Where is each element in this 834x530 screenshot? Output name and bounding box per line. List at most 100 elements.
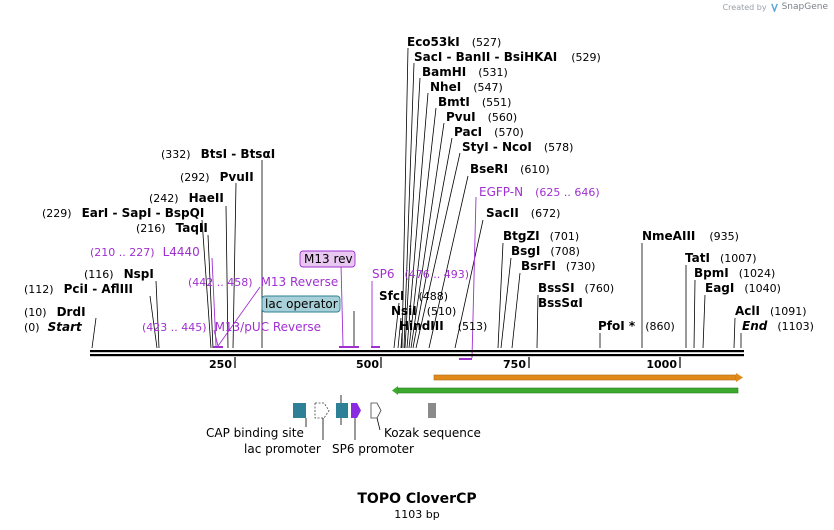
enzyme-nspi: (116)NspI xyxy=(84,267,154,281)
ruler-label-500: 500 xyxy=(356,358,379,371)
lac-promoter-label: lac promoter xyxy=(244,442,321,456)
enzyme-styi-ncoi: StyI - NcoI(578) xyxy=(462,140,573,154)
enzyme-bsrfi: BsrFI(730) xyxy=(521,259,595,273)
enzyme-saci-banii-bsihkai: SacI - BanII - BsiHKAI(529) xyxy=(414,50,601,64)
enzyme-hindiii: HindIII(513) xyxy=(399,319,487,333)
enzyme-bsssi: BssSI(760) xyxy=(538,281,614,295)
lac-operator-label: lac operator xyxy=(265,297,338,311)
enzyme-taqii: (216)TaqII xyxy=(136,221,208,235)
leader-m13reverse xyxy=(217,286,261,347)
enzyme-btgzi: BtgZI(701) xyxy=(503,229,579,243)
ruler-label-250: 250 xyxy=(209,358,232,371)
lac-operator-glyph xyxy=(336,403,348,418)
leader-m13puc xyxy=(213,329,219,347)
enzyme-end: End(1103) xyxy=(742,319,814,333)
enzyme-acli: AclI(1091) xyxy=(735,304,807,318)
enzyme-tati: TatI(1007) xyxy=(685,251,757,265)
leader-sfci xyxy=(393,302,400,349)
enzyme-sfci: SfcI(488) xyxy=(379,289,448,303)
leader-taqii xyxy=(207,234,214,349)
kozak-sequence-glyph xyxy=(428,403,436,418)
primer-m13-puc-reverse: (423 .. 445)M13/pUC Reverse xyxy=(142,320,321,334)
kozak-sequence-label: Kozak sequence xyxy=(384,426,481,440)
credit-brand: SnapGene xyxy=(781,2,828,12)
ruler-label-1000: 1000 xyxy=(646,358,677,371)
enzyme-eco53ki: Eco53kI(527) xyxy=(407,35,501,49)
leader-m13rev-box xyxy=(340,263,344,347)
enzyme-haeii: (242)HaeII xyxy=(149,191,224,205)
credit-prefix: Created by xyxy=(722,2,767,12)
leader-bamhi xyxy=(404,77,421,349)
leader-saci xyxy=(403,62,415,349)
leader-eari xyxy=(201,219,212,349)
m13-rev-box-frame xyxy=(299,250,356,268)
sp6-promoter-label: SP6 promoter xyxy=(332,442,414,456)
cap-binding-site-glyph xyxy=(293,403,306,418)
plasmid-length: 1103 bp xyxy=(394,508,439,521)
leader-acli xyxy=(733,317,736,349)
m13-rev-label: M13 rev xyxy=(304,252,353,266)
leader-nspi xyxy=(155,280,160,349)
ruler-label-750: 750 xyxy=(503,358,526,371)
enzyme-bamhi: BamHI(531) xyxy=(422,65,508,79)
leader-paci xyxy=(412,137,453,349)
enzyme-bseri: BseRI(610) xyxy=(470,162,550,176)
enzyme-labels: (10)DrdI (0)Start (112)PciI - AflIII (11… xyxy=(24,35,814,334)
enzyme-nsii: NsiI(510) xyxy=(391,304,456,318)
enzyme-leader-lines xyxy=(91,47,742,349)
leader-egfpn xyxy=(471,196,477,359)
enzyme-pvui: PvuI(560) xyxy=(446,110,517,124)
enzyme-drdi: (10)DrdI xyxy=(24,305,86,319)
leader-eco53ki xyxy=(401,47,409,349)
top-strand xyxy=(90,350,744,353)
primer-bars xyxy=(213,346,472,360)
leader-pcii xyxy=(149,295,158,349)
green-orf-arrow xyxy=(397,387,739,394)
leader-pvui xyxy=(410,122,445,349)
feature-labels: CAP binding site lac promoter SP6 promot… xyxy=(206,426,481,456)
ruler-ticks xyxy=(234,357,681,368)
leader-bmti xyxy=(408,107,437,349)
enzyme-pcii-afliii: (112)PciI - AflIII xyxy=(24,282,133,296)
leader-nsii xyxy=(397,317,402,349)
orange-orf-arrow xyxy=(433,374,737,381)
leader-pvuii xyxy=(232,182,237,349)
lac-promoter-glyph xyxy=(314,402,330,419)
leader-bsgi xyxy=(500,257,512,349)
orf-arrows xyxy=(392,373,743,395)
map-title-block: TOPO CloverCP 1103 bp xyxy=(357,491,476,521)
leader-haeii xyxy=(225,205,229,349)
leader-styi xyxy=(415,152,461,349)
leader-btgzi xyxy=(497,242,504,349)
primer-m13-reverse: (442 .. 458)M13 Reverse xyxy=(188,275,338,289)
enzyme-bsssai: BssSαI xyxy=(538,296,583,310)
leader-bsrfi xyxy=(511,272,521,349)
leader-bpmi xyxy=(693,279,696,349)
enzyme-sacii: SacII(672) xyxy=(486,206,560,220)
enzyme-pfoi: PfoI *(860) xyxy=(598,319,675,333)
primer-l4440: (210 .. 227)L4440 xyxy=(90,245,200,259)
enzyme-nhei: NheI(547) xyxy=(430,80,503,94)
enzyme-paci: PacI(570) xyxy=(454,125,524,139)
lac-operator-box-frame xyxy=(261,295,341,313)
leader-bsssi xyxy=(536,294,539,349)
enzyme-eari-sapi-bspqi: (229)EarI - SapI - BspQI xyxy=(42,206,204,220)
feature-glyphs xyxy=(293,402,436,419)
m13-rev-glyph xyxy=(351,403,361,418)
m13-rev-box: M13 rev xyxy=(299,250,356,268)
dna-backbone xyxy=(90,350,744,357)
leader-drdi xyxy=(91,317,97,349)
leader-eagi xyxy=(702,294,706,349)
ruler-labels: 250 500 750 1000 xyxy=(209,358,677,371)
enzyme-btsi-btsai: (332)BtsI - BtsαI xyxy=(161,147,275,161)
green-orf-arrowhead xyxy=(392,386,398,395)
enzyme-start: (0)Start xyxy=(24,320,83,334)
primer-sp6: SP6(476 .. 493) xyxy=(372,267,469,281)
leader-l4440 xyxy=(211,257,217,347)
enzyme-bsgi: BsgI(708) xyxy=(511,244,580,258)
primer-leader-lines xyxy=(211,196,477,359)
sp6-promoter-glyph xyxy=(370,402,382,419)
leader-bseri xyxy=(428,175,469,349)
cap-binding-site-label: CAP binding site xyxy=(206,426,304,440)
